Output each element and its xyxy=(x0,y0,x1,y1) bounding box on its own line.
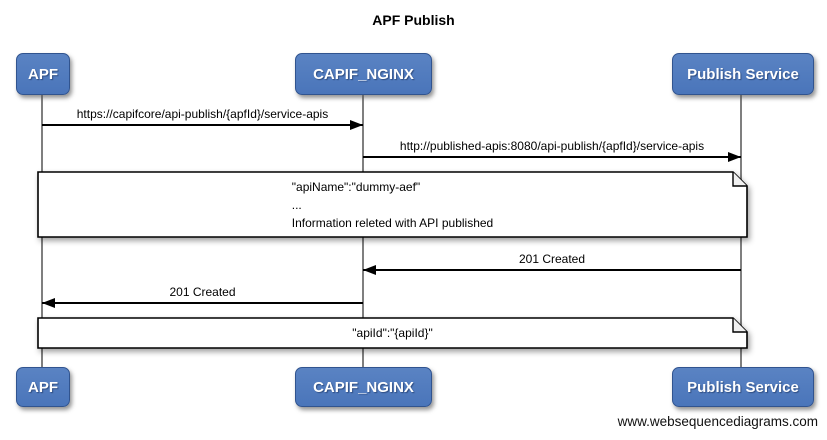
message-publish-request: https://capifcore/api-publish/{apfId}/se… xyxy=(42,106,363,130)
arrowhead-left-icon xyxy=(363,265,376,275)
note-line: ... xyxy=(291,197,302,212)
message-created-response-apf: 201 Created xyxy=(42,284,363,308)
actor-publish-service-bottom: Publish Service xyxy=(672,367,814,407)
note-line: "apiName":"dummy-aef" xyxy=(291,179,421,194)
actor-label: Publish Service xyxy=(687,378,799,396)
arrowhead-left-icon xyxy=(42,298,55,308)
note-api-info: "apiName":"dummy-aef" ... Information re… xyxy=(37,171,748,238)
message-label: 201 Created xyxy=(169,285,236,299)
arrowhead-right-icon xyxy=(350,120,363,130)
watermark: www.websequencediagrams.com xyxy=(617,414,818,429)
actor-label: CAPIF_NGINX xyxy=(313,65,414,83)
actor-label: CAPIF_NGINX xyxy=(313,378,414,396)
note-line: "apiId":"{apiId}" xyxy=(352,326,433,340)
actor-publish-service-top: Publish Service xyxy=(672,53,814,95)
note-api-id: "apiId":"{apiId}" xyxy=(37,317,748,349)
actor-apf-bottom: APF xyxy=(16,367,70,407)
note-text: "apiName":"dummy-aef" ... Information re… xyxy=(37,171,748,238)
actor-label: APF xyxy=(28,65,58,83)
actor-label: Publish Service xyxy=(687,65,799,83)
diagram-title: APF Publish xyxy=(372,12,455,28)
note-text: "apiId":"{apiId}" xyxy=(37,317,748,349)
message-forward-request: http://published-apis:8080/api-publish/{… xyxy=(363,138,741,162)
note-shape xyxy=(37,171,748,238)
arrowhead-right-icon xyxy=(728,152,741,162)
actor-capif-nginx-top: CAPIF_NGINX xyxy=(295,53,432,95)
note-shape xyxy=(37,317,748,349)
message-line xyxy=(363,265,741,275)
actor-apf-top: APF xyxy=(16,53,70,95)
message-line xyxy=(42,120,363,130)
message-label: http://published-apis:8080/api-publish/{… xyxy=(399,139,705,153)
message-label: https://capifcore/api-publish/{apfId}/se… xyxy=(76,107,329,121)
note-line: Information releted with API published xyxy=(291,215,494,230)
message-line xyxy=(42,298,363,308)
actor-label: APF xyxy=(28,378,58,396)
message-line xyxy=(363,152,741,162)
actor-capif-nginx-bottom: CAPIF_NGINX xyxy=(295,367,432,407)
message-label: 201 Created xyxy=(518,252,586,266)
message-created-response: 201 Created xyxy=(363,251,741,275)
